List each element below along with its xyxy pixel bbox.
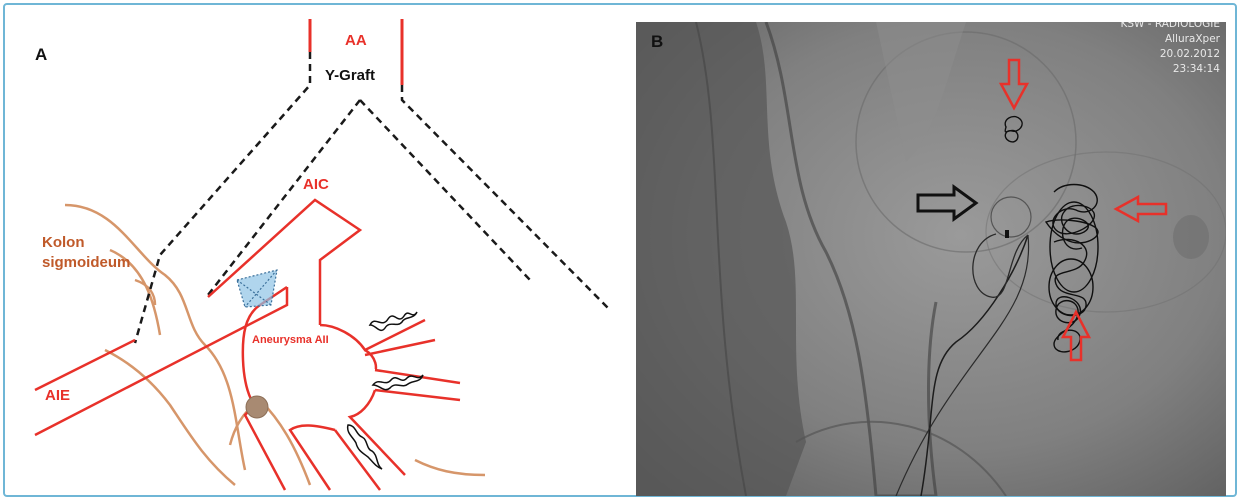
colon-curve-5	[260, 400, 310, 485]
graft-inner-right	[360, 100, 530, 280]
schematic-svg: A AA Y-Graft AIC Kolon sigmoideum Aneury…	[5, 5, 625, 495]
marker	[1005, 230, 1009, 238]
panel-b-angiogram: B KSW - RADIOLOGIE AlluraXper 20.02.2012…	[636, 22, 1226, 496]
y-graft-lines	[135, 52, 610, 343]
label-y-graft: Y-Graft	[325, 67, 375, 84]
aie-upper-wall	[35, 340, 135, 390]
label-kolon: Kolon	[42, 234, 85, 251]
angiogram-svg: B KSW - RADIOLOGIE AlluraXper 20.02.2012…	[636, 22, 1226, 496]
small-density	[1173, 215, 1209, 259]
colon-curve-7	[415, 460, 485, 475]
graft-inner-left	[208, 100, 360, 295]
label-aneurysma: Aneurysma AII	[252, 334, 329, 346]
panel-b-label: B	[651, 32, 663, 51]
vascular-plug	[246, 396, 268, 418]
stamp-line-4: 23:34:14	[1173, 63, 1220, 75]
label-aie: AIE	[45, 387, 70, 404]
panel-a-diagram: A AA Y-Graft AIC Kolon sigmoideum Aneury…	[5, 5, 625, 495]
branch-lower-left	[245, 405, 285, 490]
branch-low-bottom	[335, 430, 380, 490]
aneurysm-bottom	[290, 425, 335, 490]
coil-mid	[373, 375, 423, 390]
colon-curve-1	[65, 205, 245, 470]
stamp-line-3: 20.02.2012	[1160, 48, 1220, 60]
graft-right-outer	[402, 85, 610, 310]
stamp-line-1: KSW - RADIOLOGIE	[1120, 22, 1220, 30]
label-aa: AA	[345, 32, 367, 49]
colon-curve-3	[105, 350, 235, 485]
label-aic: AIC	[303, 176, 329, 193]
branch-top-bottom	[365, 340, 435, 355]
stent-graft	[237, 270, 277, 307]
label-sigmoideum: sigmoideum	[42, 254, 130, 271]
panel-a-label: A	[35, 45, 47, 64]
branch-mid-bottom	[375, 390, 460, 400]
stamp-line-2: AlluraXper	[1165, 33, 1221, 45]
